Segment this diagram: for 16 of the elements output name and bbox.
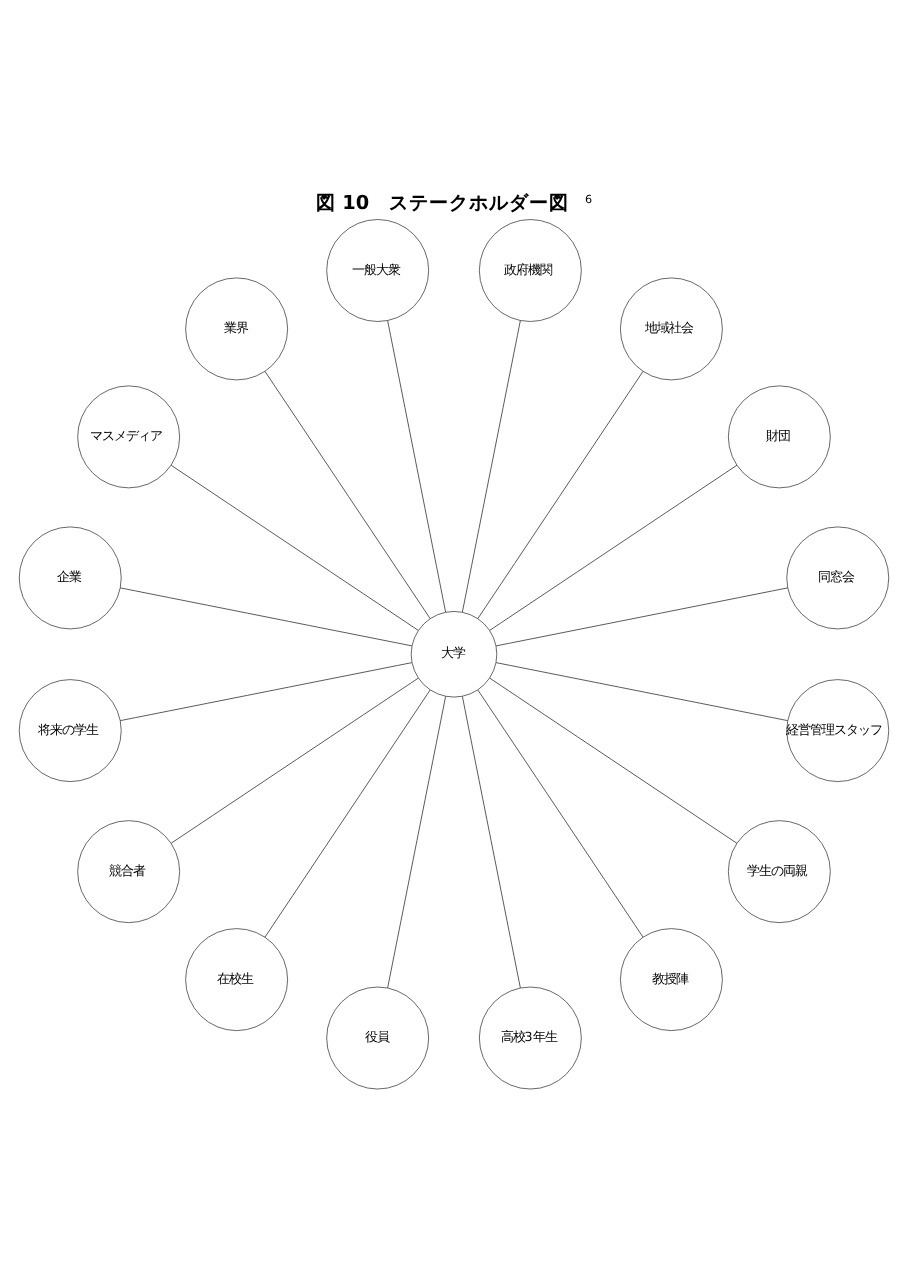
connector — [477, 370, 644, 618]
connector — [495, 661, 789, 720]
connector — [264, 688, 431, 937]
connector — [170, 676, 419, 843]
connector — [387, 319, 446, 612]
connector — [119, 661, 413, 720]
connector — [489, 676, 738, 843]
connector — [387, 695, 446, 988]
connector — [477, 688, 644, 937]
connector — [462, 319, 521, 612]
connector — [170, 463, 419, 630]
connector — [489, 463, 738, 630]
connector — [264, 370, 431, 618]
connector — [119, 586, 413, 646]
connector — [495, 586, 789, 646]
connector — [462, 695, 521, 988]
